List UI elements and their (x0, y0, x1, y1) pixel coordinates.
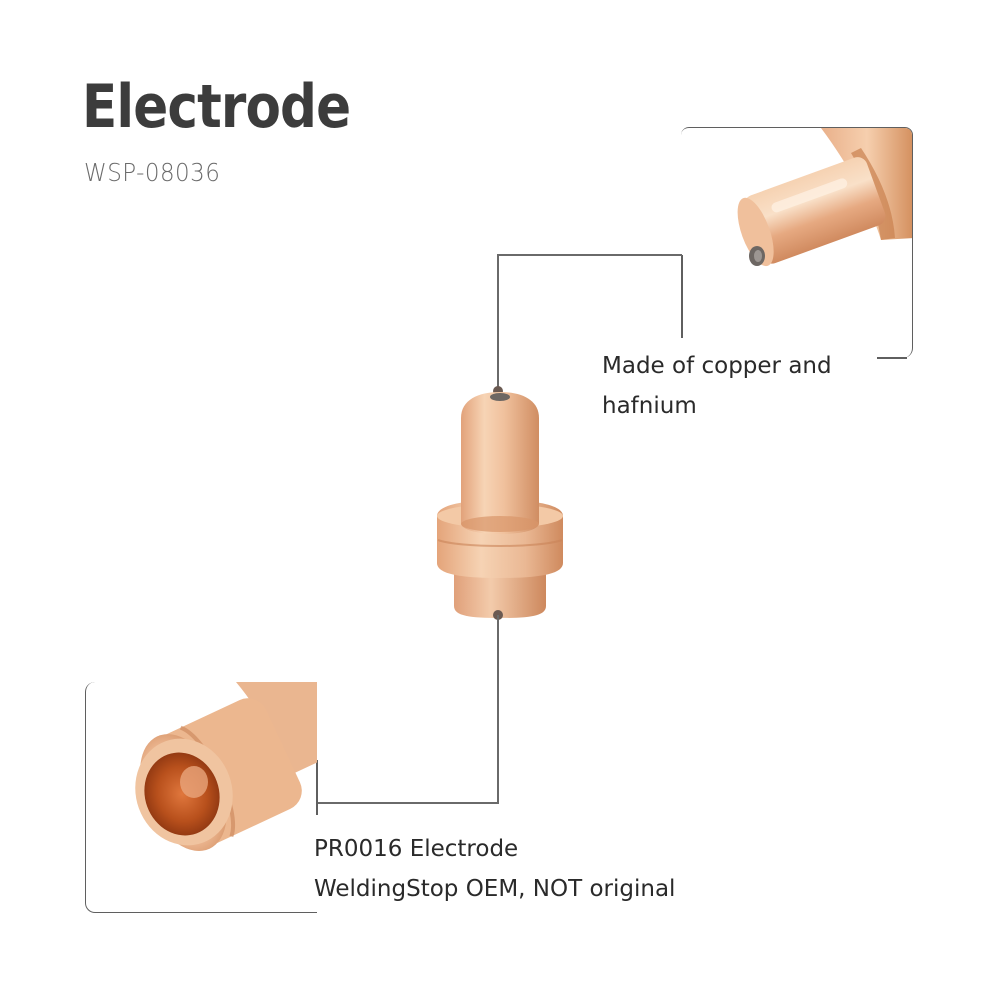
base-closeup-frame (85, 682, 317, 913)
tip-closeup-frame (681, 127, 913, 358)
electrode-product-image (437, 392, 563, 618)
frame-left-edge (681, 255, 683, 338)
frame-right-edge (316, 760, 318, 815)
part-number-line: PR0016 Electrode (314, 836, 519, 862)
product-sku: WSP-08036 (84, 158, 221, 187)
electrode-tip-closeup-image (737, 128, 912, 267)
connector-bottom-horizontal (317, 802, 499, 804)
connector-bottom-vertical (497, 615, 499, 804)
frame-bottom-edge (877, 357, 907, 359)
connector-top-vertical (497, 254, 499, 392)
material-caption-line1: Made of copper and (602, 353, 832, 379)
connector-top-horizontal (498, 254, 682, 256)
connector-top-dot (493, 386, 503, 396)
page-title: Electrode (82, 72, 351, 142)
electrode-base-closeup-image (135, 682, 317, 852)
part-caption: PR0016 Electrode WeldingStop OEM, NOT or… (314, 829, 675, 909)
oem-note-line: WeldingStop OEM, NOT original (314, 876, 676, 902)
material-caption-line2: hafnium (602, 393, 697, 419)
material-caption: Made of copper and hafnium (602, 346, 832, 426)
